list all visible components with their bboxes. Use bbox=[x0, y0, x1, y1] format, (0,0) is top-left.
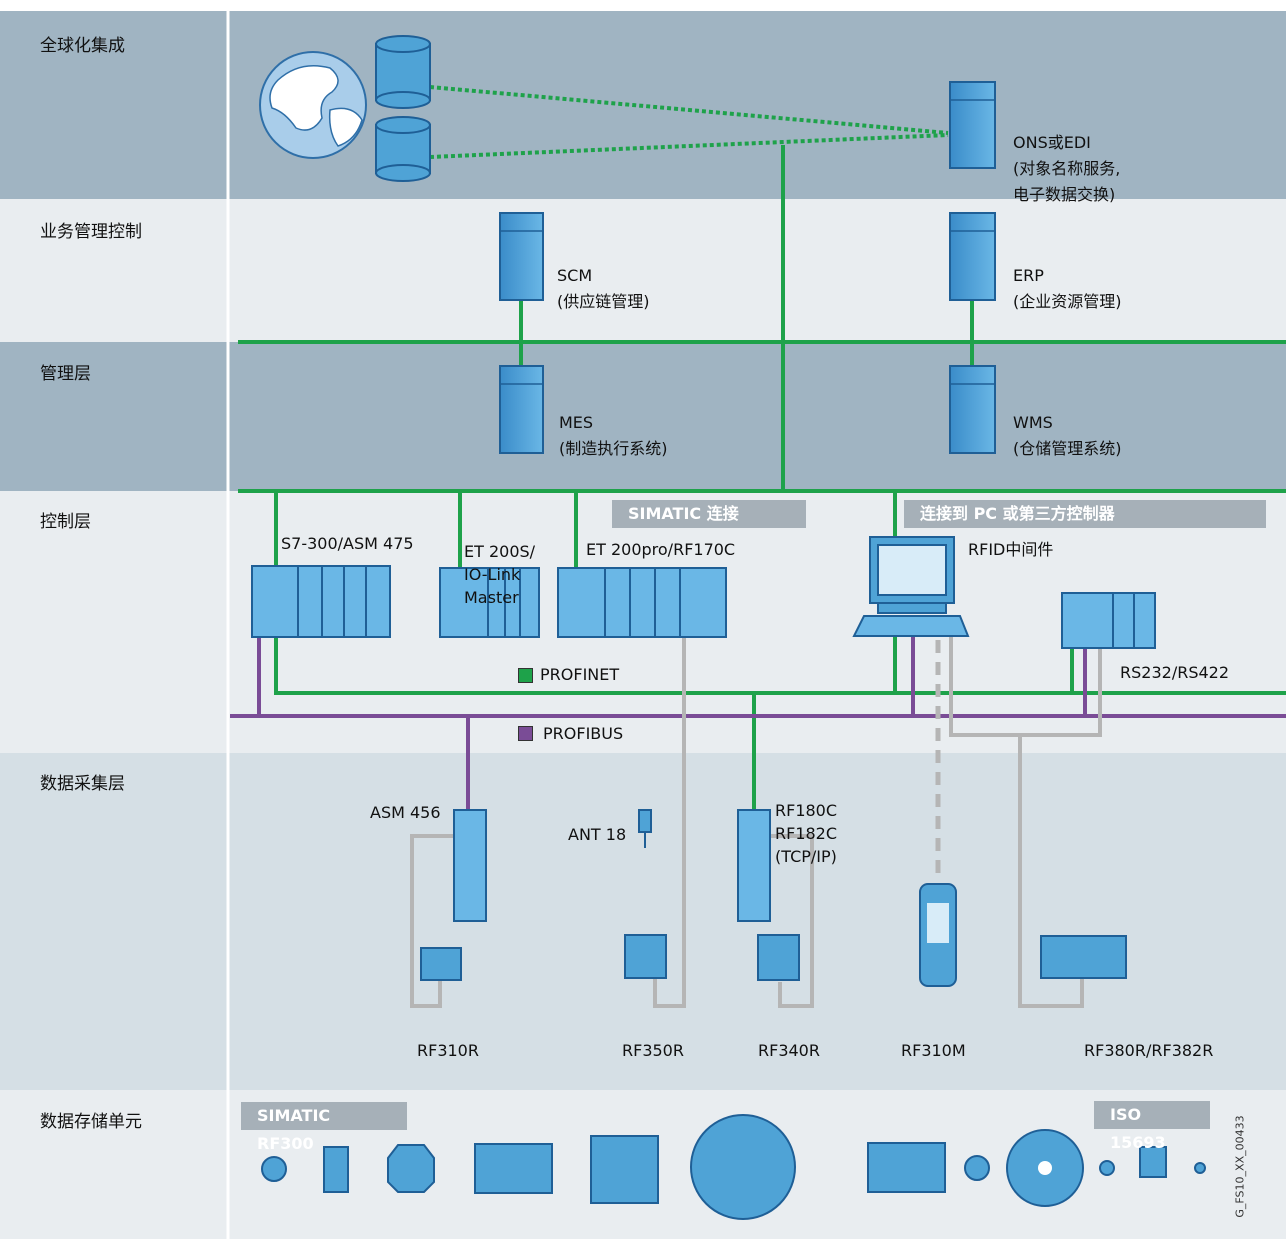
serial-cables bbox=[410, 637, 1102, 1008]
profibus-legend-label: PROFIBUS bbox=[543, 724, 624, 743]
transponder-icons bbox=[261, 1114, 1206, 1220]
figure-id: G_FS10_XX_00433 bbox=[1233, 1115, 1247, 1218]
reader-label-rf310r: RF310R bbox=[417, 1041, 479, 1060]
globe-icon bbox=[259, 51, 367, 159]
pc-connect-badge: 连接到 PC 或第三方控制器 bbox=[904, 500, 1266, 528]
edi-link-2 bbox=[429, 133, 949, 159]
layer-label-business: 业务管理控制 bbox=[40, 222, 142, 242]
erp-label: ERP(企业资源管理) bbox=[1013, 266, 1122, 311]
plc-et200pro bbox=[557, 567, 727, 638]
plc-et200s bbox=[439, 567, 540, 638]
asm456-label: ASM 456 bbox=[370, 803, 441, 822]
reader-label-rf340r: RF340R bbox=[758, 1041, 820, 1060]
server-icons bbox=[499, 81, 996, 454]
band-business bbox=[0, 199, 1286, 342]
rs232-module bbox=[1061, 592, 1156, 649]
profinet-legend-label: PROFINET bbox=[540, 665, 620, 684]
rs232-label: RS232/RS422 bbox=[1120, 663, 1230, 682]
database-icon bbox=[375, 35, 431, 182]
simatic-connect-badge: SIMATIC 连接 bbox=[612, 500, 806, 528]
wms-label: WMS(仓储管理系统) bbox=[1013, 413, 1122, 458]
layer-label-acquisition: 数据采集层 bbox=[40, 774, 125, 794]
ant18-icon bbox=[638, 809, 652, 848]
reader-label-rf310m: RF310M bbox=[901, 1041, 966, 1060]
et200pro-label: ET 200pro/RF170C bbox=[586, 540, 736, 559]
layer-label-storage: 数据存储单元 bbox=[40, 1112, 142, 1132]
iso-badge: ISO 15693 bbox=[1094, 1101, 1210, 1152]
s7-label: S7-300/ASM 475 bbox=[281, 534, 414, 553]
profinet-legend-swatch bbox=[518, 668, 533, 683]
mes-label: MES(制造执行系统) bbox=[559, 413, 668, 458]
rf180c-module bbox=[737, 809, 771, 922]
reader-label-rf380r: RF380R/RF382R bbox=[1084, 1041, 1214, 1060]
band-global bbox=[0, 0, 1286, 199]
layer-label-management: 管理层 bbox=[40, 364, 91, 384]
plc-s7 bbox=[251, 565, 391, 638]
layer-label-control: 控制层 bbox=[40, 512, 91, 532]
simatic-rf300-badge: SIMATIC RF300 bbox=[241, 1102, 407, 1153]
asm456-module bbox=[453, 809, 487, 922]
profibus-lines bbox=[230, 637, 1286, 812]
rfid-middleware-label: RFID中间件 bbox=[968, 540, 1054, 559]
band-management bbox=[0, 342, 1286, 491]
reader-label-rf350r: RF350R bbox=[622, 1041, 684, 1060]
ons-label: ONS或EDI(对象名称服务,电子数据交换) bbox=[1013, 133, 1121, 204]
ethernet-backbone bbox=[238, 145, 1286, 568]
layer-label-global: 全球化集成 bbox=[40, 36, 125, 56]
ant18-label: ANT 18 bbox=[568, 825, 627, 844]
scm-label: SCM(供应链管理) bbox=[557, 266, 650, 311]
profibus-legend-swatch bbox=[518, 726, 533, 741]
edi-link-1 bbox=[429, 85, 949, 135]
pc-icon bbox=[852, 536, 970, 637]
